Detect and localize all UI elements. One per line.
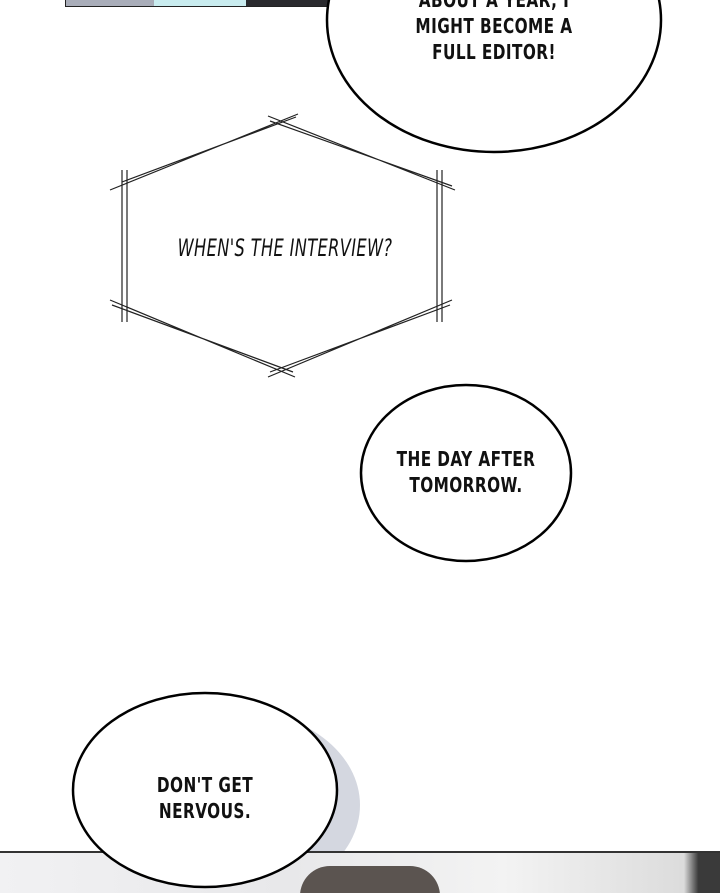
text-line: NERVOUS.: [158, 799, 252, 823]
hexagon-text: WHEN'S THE INTERVIEW?: [177, 234, 393, 262]
bubble-middle-text: THE DAY AFTER TOMORROW.: [381, 446, 551, 498]
text-line: FULL EDITOR!: [432, 40, 556, 64]
speech-bubble-bottom: [71, 691, 339, 889]
character-hair: [300, 866, 440, 893]
text-line: MIGHT BECOME A: [415, 14, 573, 38]
text-line: DON'T GET: [156, 773, 254, 797]
text-line: TOMORROW.: [409, 473, 523, 497]
thought-hexagon-bubble: [109, 113, 456, 378]
speech-bubble-top: [325, 0, 663, 154]
speech-bubble-middle: [359, 383, 573, 563]
text-line: ABOUT A YEAR, I: [418, 0, 570, 12]
bubble-top-text: ABOUT A YEAR, I MIGHT BECOME A FULL EDIT…: [392, 0, 596, 65]
bubble-bottom-text: DON'T GET NERVOUS.: [120, 772, 290, 824]
text-line: THE DAY AFTER: [396, 447, 536, 471]
